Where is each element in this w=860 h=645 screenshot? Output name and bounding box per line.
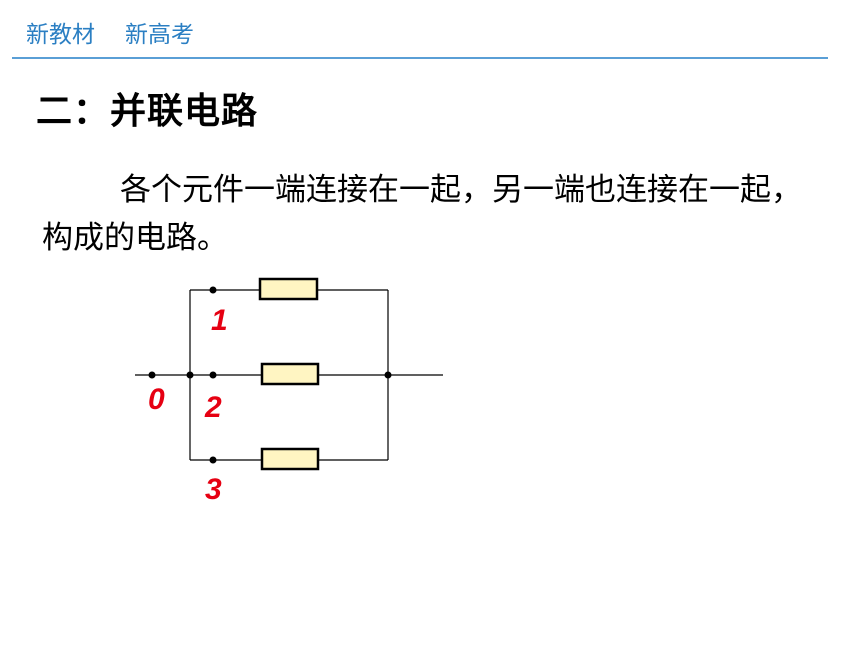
- node-label-2: 2: [204, 391, 222, 424]
- right-junction-node: [384, 371, 392, 379]
- node-label-1: 1: [211, 304, 228, 337]
- resistor-1: [258, 277, 319, 301]
- resistor-3: [260, 447, 320, 471]
- node-label-3: 3: [205, 473, 222, 506]
- node-1: [209, 286, 217, 294]
- slide-header: 新教材 新高考: [26, 14, 194, 50]
- node-label-0: 0: [148, 383, 165, 416]
- node-3: [209, 456, 217, 464]
- node-2: [209, 371, 217, 379]
- header-divider: [12, 57, 828, 59]
- node-0: [148, 371, 156, 379]
- left-junction-node: [186, 371, 194, 379]
- section-title: 二：并联电路: [36, 91, 259, 132]
- definition-text: 各个元件一端连接在一起，另一端也连接在一起，构成的电路。: [42, 172, 802, 256]
- header-label-new-gaokao: 新高考: [125, 22, 194, 48]
- header-label-new-textbook: 新教材: [26, 22, 95, 48]
- resistor-2: [260, 362, 320, 386]
